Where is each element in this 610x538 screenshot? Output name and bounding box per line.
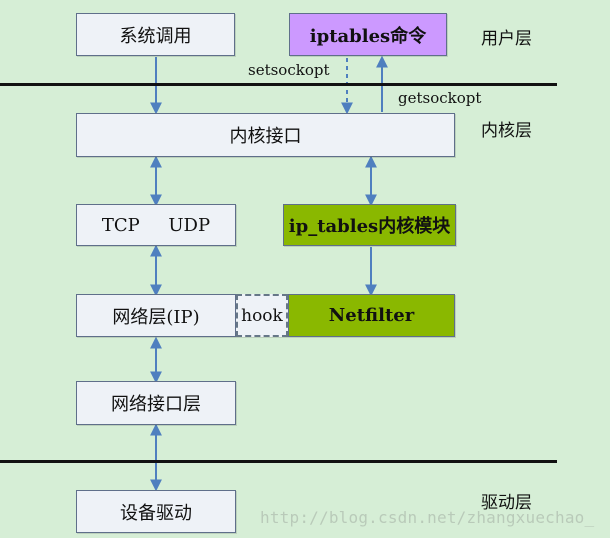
ip-tables-module-label: ip_tables内核模块 <box>288 216 451 237</box>
system-call-box: 系统调用 <box>76 13 235 56</box>
network-layer-box: 网络层(IP) <box>76 294 236 337</box>
getsockopt-label: getsockopt <box>398 89 482 107</box>
device-driver-box: 设备驱动 <box>76 490 236 533</box>
kernel-interface-label: 内核接口 <box>229 126 302 147</box>
watermark-text: http://blog.csdn.net/zhangxuechao_ <box>260 508 595 527</box>
hook-box: hook <box>236 294 288 337</box>
tcp-udp-box: TCP UDP <box>76 204 236 246</box>
network-interface-box: 网络接口层 <box>76 381 236 425</box>
kernel-interface-box: 内核接口 <box>76 113 455 157</box>
tcp-udp-label: TCP UDP <box>101 214 211 236</box>
hook-label: hook <box>241 305 283 326</box>
network-layer-label: 网络层(IP) <box>112 306 200 328</box>
setsockopt-label: setsockopt <box>248 61 330 79</box>
netfilter-box: Netfilter <box>288 294 455 337</box>
system-call-label: 系统调用 <box>119 25 192 47</box>
driver-layer-label: 驱动层 <box>481 493 532 513</box>
kernel-driver-divider <box>0 460 557 463</box>
iptables-command-box: iptables命令 <box>289 13 447 56</box>
network-interface-label: 网络接口层 <box>111 394 201 415</box>
kernel-layer-label: 内核层 <box>481 121 532 141</box>
iptables-command-label: iptables命令 <box>309 25 427 47</box>
netfilter-label: Netfilter <box>328 305 415 326</box>
user-layer-label: 用户层 <box>481 29 532 49</box>
user-kernel-divider <box>0 83 557 86</box>
ip-tables-module-box: ip_tables内核模块 <box>283 204 456 246</box>
device-driver-label: 设备驱动 <box>120 502 192 524</box>
